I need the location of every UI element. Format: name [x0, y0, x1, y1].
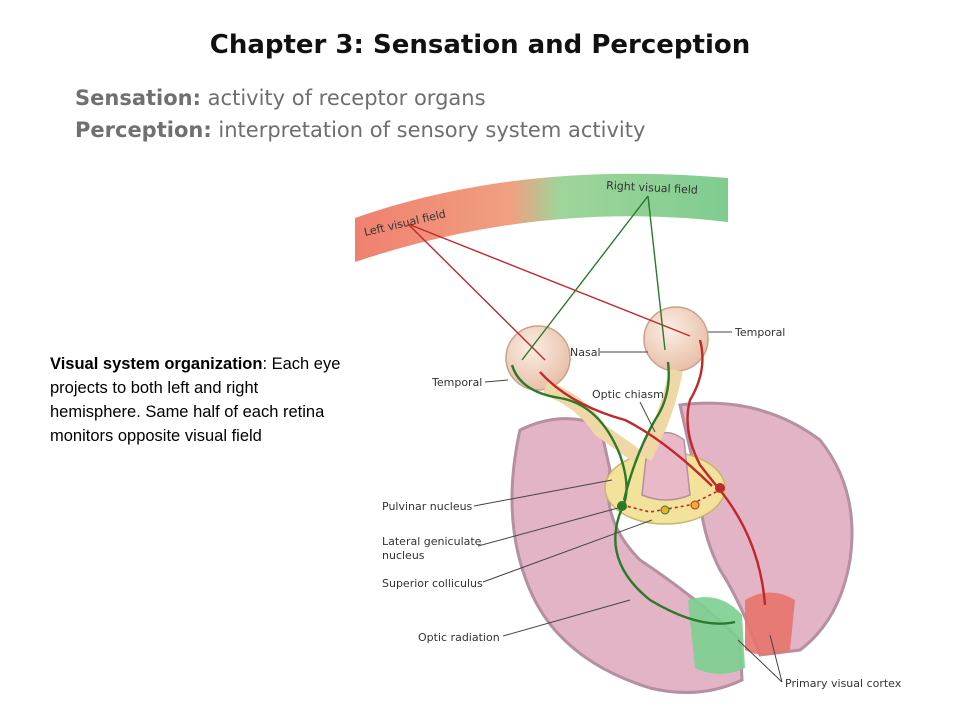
brain-left-hemisphere	[510, 417, 744, 694]
note-heading: Visual system organization	[50, 355, 263, 373]
left-optic-nerve	[542, 381, 645, 464]
visual-system-note: Visual system organization: Each eye pro…	[50, 352, 350, 448]
term-sensation: Sensation:	[75, 86, 201, 110]
lgn-right-dot	[715, 483, 725, 493]
label-temporal-right: Temporal	[734, 326, 785, 339]
ray-left-field-left-eye	[407, 223, 546, 361]
slide-title: Chapter 3: Sensation and Perception	[209, 30, 751, 60]
label-right-visual-field: Right visual field	[606, 179, 698, 197]
leader-temporal-left	[484, 379, 509, 383]
ray-right-field-right-eye	[647, 195, 666, 351]
definitions: Sensation: activity of receptor organs P…	[75, 82, 645, 146]
leader-optic-radiation	[502, 599, 631, 637]
colliculus-left-dot	[660, 505, 670, 515]
ray-right-field-left-eye	[521, 195, 649, 361]
label-pulvinar-nucleus: Pulvinar nucleus	[382, 500, 473, 513]
red-pathway	[686, 339, 767, 606]
right-optic-nerve	[638, 368, 683, 461]
leader-colliculus	[482, 519, 653, 583]
label-lateral-geniculate-nucleus: nucleus	[382, 549, 425, 562]
definition-sensation-text: activity of receptor organs	[201, 86, 486, 110]
label-optic-radiation: Optic radiation	[418, 631, 500, 644]
definition-perception-text: interpretation of sensory system activit…	[211, 118, 646, 142]
note-text: : Each eye projects to both left and rig…	[50, 355, 341, 445]
label-primary-visual-cortex: Primary visual cortex	[785, 677, 902, 690]
superior-colliculus-branches	[621, 489, 721, 513]
colliculus-right-dot	[690, 500, 700, 510]
definition-sensation: Sensation: activity of receptor organs	[75, 82, 645, 114]
label-temporal-left: Temporal	[431, 376, 482, 389]
leader-optic-chiasm	[639, 401, 656, 433]
label-lateral-geniculate: Lateral geniculate	[382, 535, 482, 548]
label-nasal: Nasal	[570, 346, 601, 359]
leader-pulvinar	[473, 479, 613, 507]
red-pathway-crossed	[539, 371, 713, 487]
visual-field-arc	[355, 173, 728, 262]
label-optic-chiasm: Optic chiasm	[592, 388, 664, 401]
lgn-left-dot	[617, 501, 627, 511]
ray-left-field-right-eye	[407, 223, 691, 337]
green-pathway-crossed	[622, 361, 670, 501]
leader-cortex-1	[737, 639, 783, 683]
label-superior-colliculus: Superior colliculus	[382, 577, 483, 590]
right-eye	[643, 306, 709, 372]
right-visual-cortex	[745, 592, 795, 655]
left-visual-cortex	[688, 597, 745, 674]
definition-perception: Perception: interpretation of sensory sy…	[75, 114, 645, 146]
leader-cortex-2	[769, 634, 783, 683]
leader-lgn	[477, 507, 619, 547]
term-perception: Perception:	[75, 118, 212, 142]
left-eye	[505, 325, 571, 391]
